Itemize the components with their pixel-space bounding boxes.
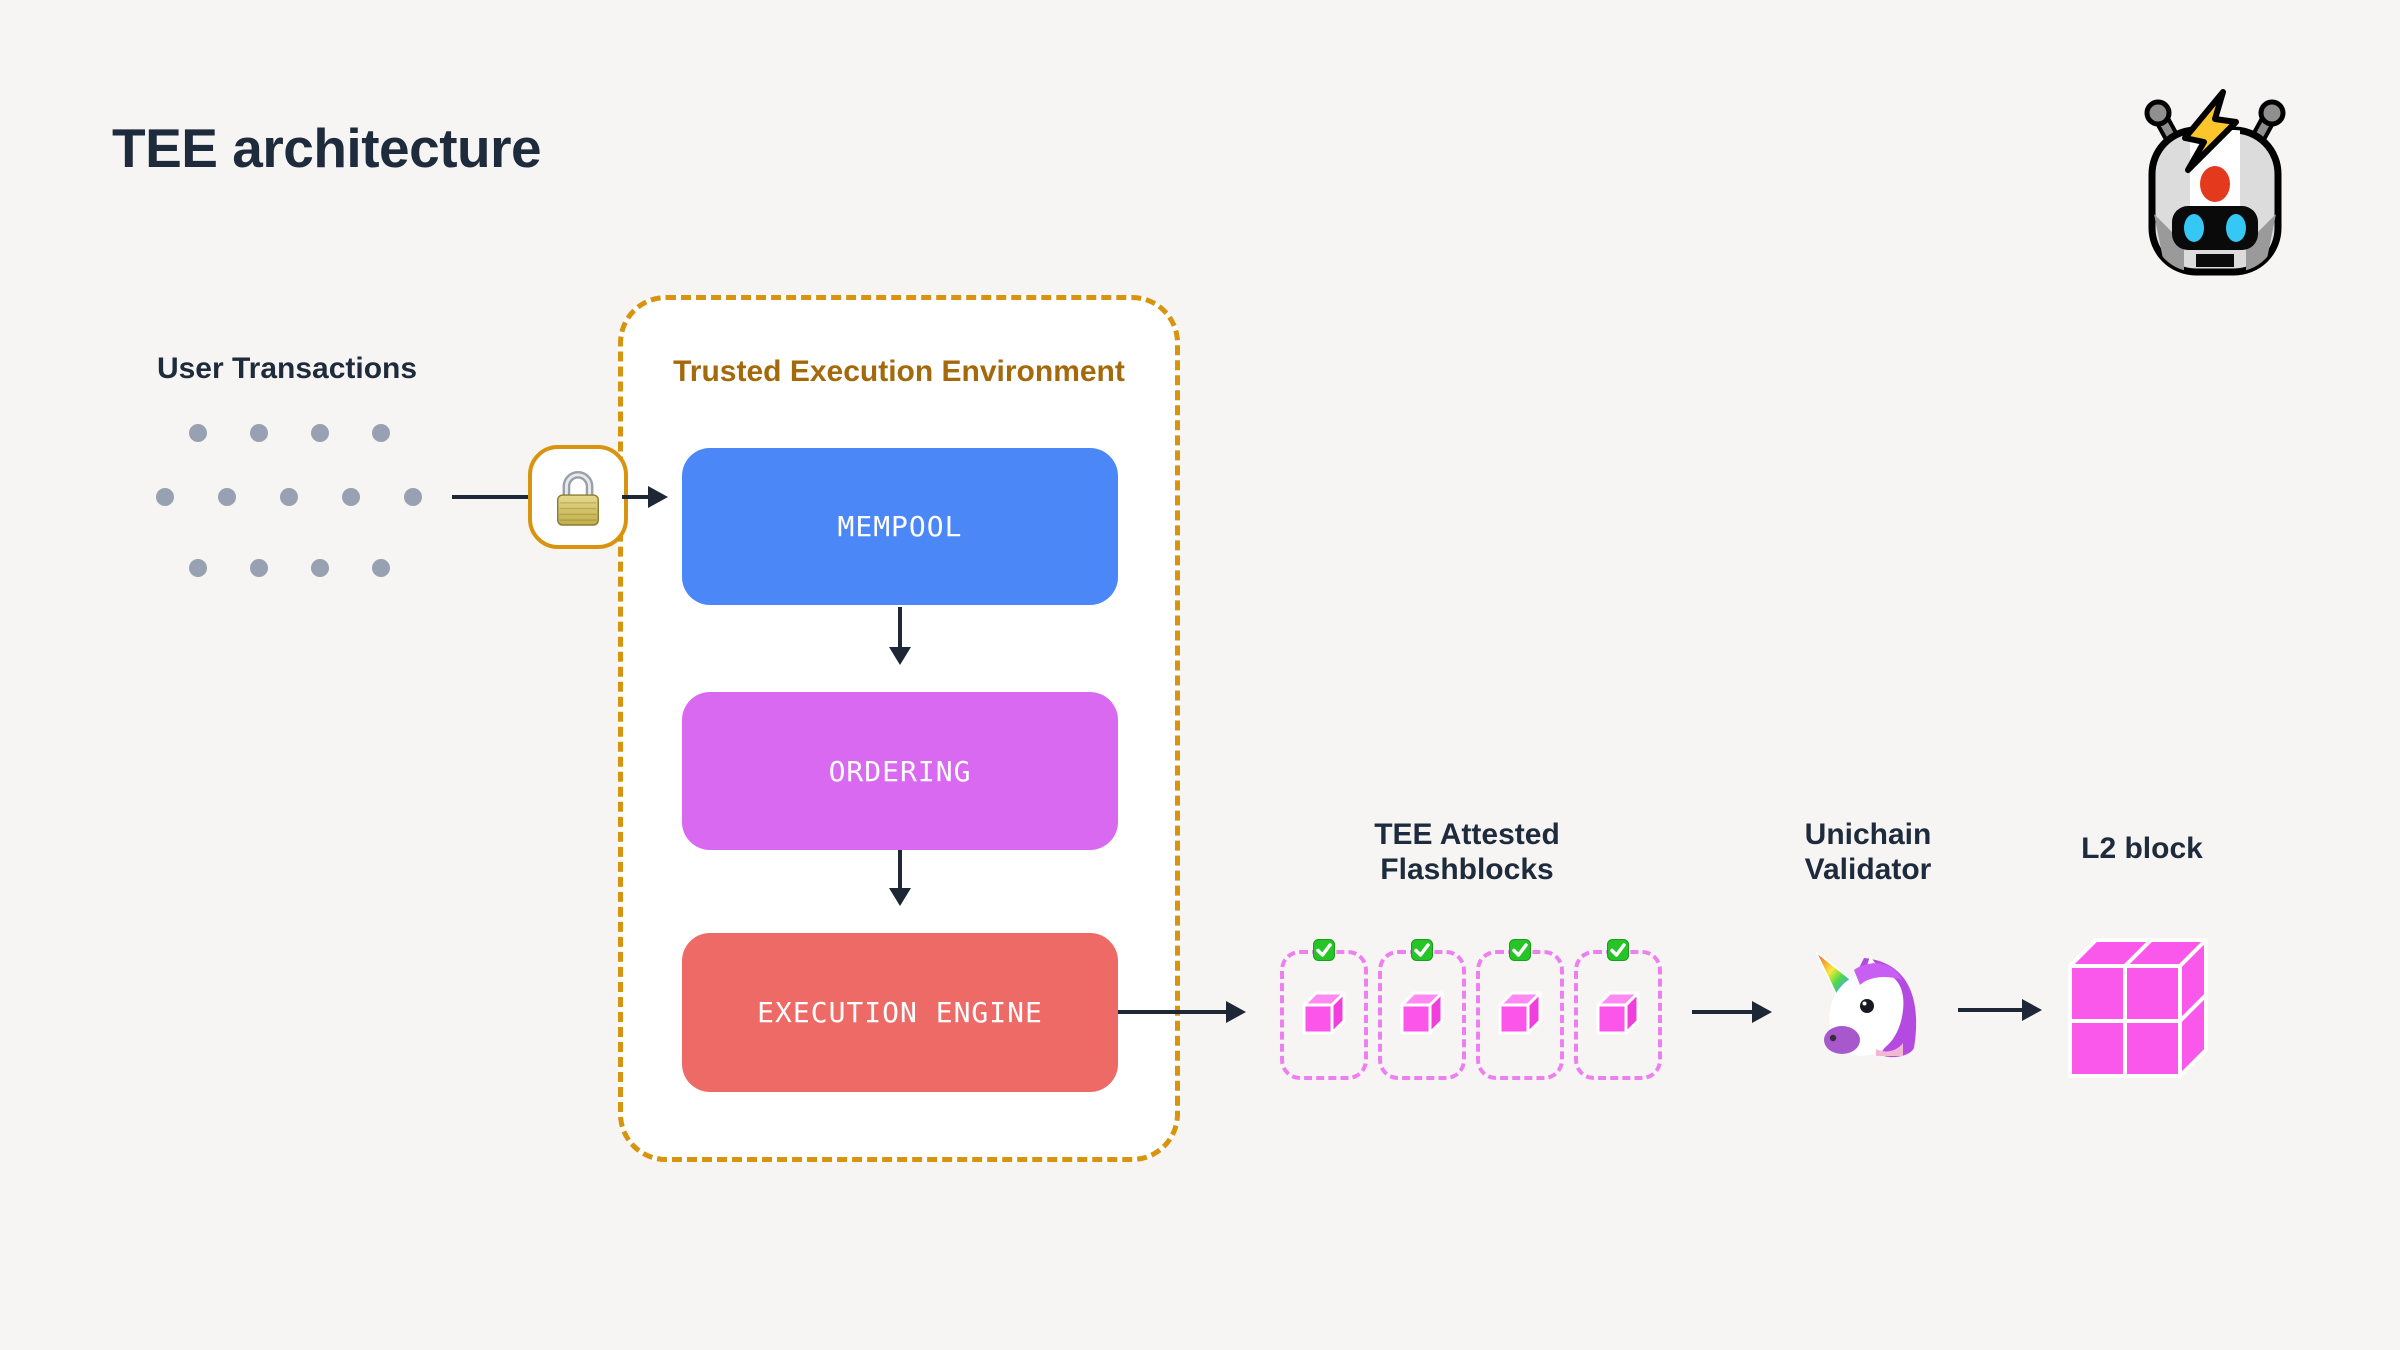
- pink-cube-icon: [1302, 991, 1346, 1035]
- lock-badge: [528, 445, 628, 549]
- unichain-validator-label: Unichain Validator: [1804, 818, 1932, 886]
- flashblock: [1378, 939, 1466, 1080]
- mempool-box: MEMPOOL: [682, 448, 1118, 605]
- pink-cube-icon: [1498, 991, 1542, 1035]
- check-mark-button-icon: [1313, 939, 1335, 966]
- unicorn-icon: [1812, 948, 1932, 1067]
- check-mark-button-icon: [1411, 939, 1433, 966]
- flashblocks-label: TEE Attested Flashblocks: [1374, 818, 1560, 886]
- flashblock: [1476, 939, 1564, 1080]
- flashblock: [1280, 939, 1368, 1080]
- l2-cube-icon: [2066, 936, 2210, 1085]
- transaction-dots-row: [189, 559, 390, 577]
- pink-cube-icon: [1596, 991, 1640, 1035]
- arrow-validator-to-l2block: [1958, 999, 2042, 1021]
- page-title: TEE architecture: [112, 117, 542, 179]
- check-mark-button-icon: [1607, 939, 1629, 966]
- flashblocks-row: [1280, 939, 1662, 1080]
- padlock-icon: [557, 471, 599, 526]
- arrow-flashblocks-to-validator: [1692, 1001, 1772, 1023]
- connector-dots-to-lock: [452, 495, 528, 499]
- tee-container: Trusted Execution Environment MEMPOOL OR…: [618, 295, 1180, 1162]
- flashbots-robot-icon: [2128, 86, 2302, 287]
- check-mark-button-icon: [1509, 939, 1531, 966]
- flashblock: [1574, 939, 1662, 1080]
- arrow-execution-to-flashblocks: [1118, 1001, 1246, 1023]
- l2-block-label: L2 block: [2081, 832, 2203, 865]
- transaction-dots-row: [189, 424, 390, 442]
- arrow-mempool-to-ordering: [889, 607, 911, 665]
- tee-container-title: Trusted Execution Environment: [673, 355, 1125, 388]
- transaction-dots-row: [156, 488, 422, 506]
- arrow-lock-to-mempool: [622, 486, 668, 508]
- ordering-box: ORDERING: [682, 692, 1118, 850]
- execution-engine-box: EXECUTION ENGINE: [682, 933, 1118, 1092]
- user-transactions-label: User Transactions: [156, 352, 418, 385]
- pink-cube-icon: [1400, 991, 1444, 1035]
- arrow-ordering-to-execution: [889, 850, 911, 906]
